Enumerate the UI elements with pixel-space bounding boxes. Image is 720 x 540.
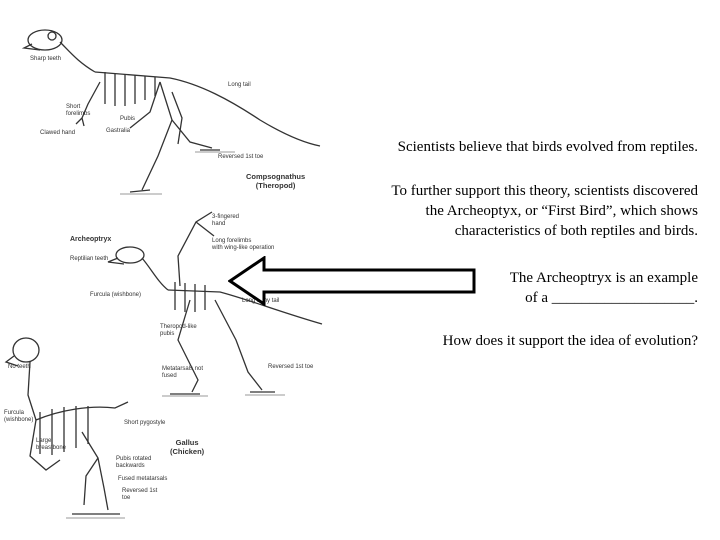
label-reptilian-teeth: Reptilian teeth — [70, 256, 109, 262]
left-arrow-icon — [228, 256, 476, 306]
label-archaeopteryx-furcula: Furcula (wishbone) — [90, 292, 142, 298]
compsognathus-ground — [120, 151, 235, 195]
paragraph-fill-in-blank: The Archeoptryx is an example of a _____… — [510, 268, 698, 308]
text-line: characteristics of both reptiles and bir… — [454, 223, 698, 239]
text-line: How does it support the idea of evolutio… — [442, 333, 698, 349]
label-sharp-teeth: Sharp teeth — [30, 56, 62, 62]
text-line: of a ___________________. — [525, 290, 698, 306]
label-gallus-reversed-toe: Reversed 1st toe — [122, 488, 158, 501]
label-large-breastbone: Large breastbone — [36, 438, 67, 451]
label-theropod-pubis: Theropod-like pubis — [160, 324, 197, 337]
paragraph-archaeopteryx-discovery: To further support this theory, scientis… — [391, 181, 698, 241]
archaeopteryx-skeleton — [107, 211, 323, 395]
label-metatarsals-not-fused: Metatarsals not fused — [162, 366, 204, 379]
gallus-skeleton — [4, 337, 129, 515]
compsognathus-skeleton — [21, 29, 321, 193]
label-three-fingered-hand: 3-fingered hand — [212, 214, 240, 227]
label-long-tail: Long tail — [228, 82, 251, 88]
label-compsognathus-reversed-toe: Reversed 1st toe — [218, 154, 264, 160]
label-gallus-name: Gallus (Chicken) — [170, 438, 205, 456]
label-long-forelimbs: Long forelimbs with wing-like operation — [212, 238, 275, 251]
label-short-forelimbs: Short forelimbs — [66, 104, 91, 117]
label-gastralia: Gastralia — [106, 128, 131, 134]
label-pubis-rotated: Pubis rotated backwards — [116, 456, 152, 469]
label-no-teeth: No teeth — [8, 364, 31, 370]
label-gallus-furcula: Furcula (wishbone) — [4, 410, 34, 423]
skeletons-illustration — [4, 29, 323, 519]
label-compsognathus-name: Compsognathus (Theropod) — [246, 172, 306, 190]
label-archaeopteryx-reversed-toe: Reversed 1st toe — [268, 364, 314, 370]
text-line: The Archeoptryx is an example — [509, 270, 698, 286]
skeleton-figure: Sharp teeth Long tail Short forelimbs Pu… — [0, 0, 330, 540]
label-pubis: Pubis — [120, 116, 136, 122]
text-line: Scientists believe that birds evolved fr… — [397, 139, 698, 155]
text-line: the Archeoptyx, or “First Bird”, which s… — [425, 203, 698, 219]
text-line: To further support this theory, scientis… — [391, 183, 698, 199]
label-archaeopteryx-title: Archeoptryx — [70, 236, 112, 243]
label-short-pygostyle: Short pygostyle — [124, 420, 166, 426]
paragraph-evolution-question: How does it support the idea of evolutio… — [443, 331, 698, 351]
label-clawed-hand: Clawed hand — [40, 130, 76, 136]
archaeopteryx-ground — [162, 394, 285, 397]
paragraph-birds-evolved: Scientists believe that birds evolved fr… — [398, 137, 698, 157]
label-fused-metatarsals: Fused metatarsals — [118, 476, 168, 482]
